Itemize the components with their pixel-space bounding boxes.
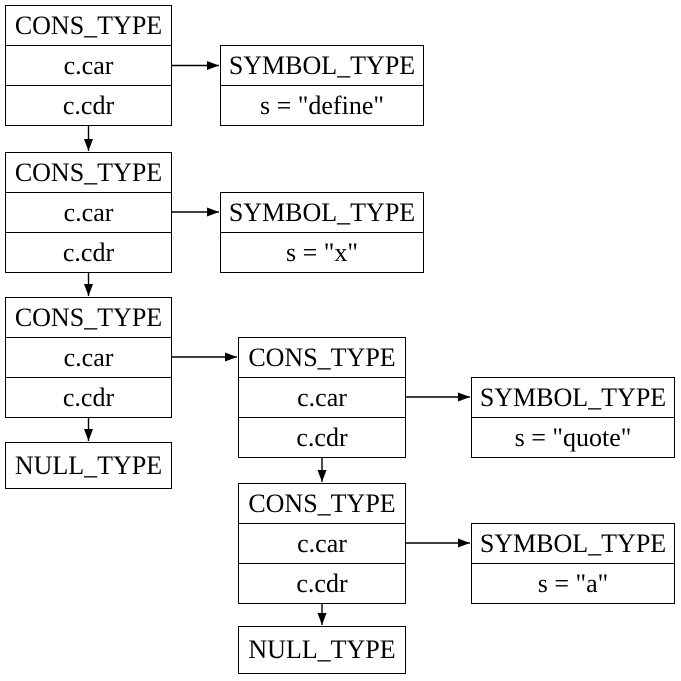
cons-node-1: CONS_TYPE c.car c.cdr bbox=[5, 5, 172, 126]
cons-node-4: CONS_TYPE c.car c.cdr bbox=[238, 337, 406, 458]
node-title: CONS_TYPE bbox=[248, 342, 396, 372]
symbol-value: s = "quote" bbox=[472, 417, 674, 457]
cdr-field: c.cdr bbox=[6, 85, 171, 125]
cons-node-5: CONS_TYPE c.car c.cdr bbox=[238, 483, 406, 604]
car-field: c.car bbox=[6, 337, 171, 377]
cdr-field: c.cdr bbox=[239, 417, 405, 457]
node-title: SYMBOL_TYPE bbox=[479, 528, 667, 558]
car-field: c.car bbox=[6, 192, 171, 232]
symbol-node-define: SYMBOL_TYPE s = "define" bbox=[220, 45, 424, 126]
car-field: c.car bbox=[239, 523, 405, 563]
node-title: SYMBOL_TYPE bbox=[228, 197, 416, 227]
node-title: SYMBOL_TYPE bbox=[479, 382, 667, 412]
node-title: SYMBOL_TYPE bbox=[228, 50, 416, 80]
node-title: CONS_TYPE bbox=[248, 488, 396, 518]
node-title: NULL_TYPE bbox=[248, 635, 396, 664]
node-title: NULL_TYPE bbox=[14, 450, 163, 480]
null-node-1: NULL_TYPE bbox=[5, 442, 172, 489]
symbol-node-quote: SYMBOL_TYPE s = "quote" bbox=[471, 377, 675, 458]
cdr-field: c.cdr bbox=[6, 377, 171, 417]
symbol-value: s = "a" bbox=[472, 563, 674, 603]
symbol-value: s = "define" bbox=[221, 85, 423, 125]
cons-node-2: CONS_TYPE c.car c.cdr bbox=[5, 152, 172, 273]
node-title: CONS_TYPE bbox=[14, 10, 163, 40]
car-field: c.car bbox=[239, 377, 405, 417]
symbol-value: s = "x" bbox=[221, 232, 423, 272]
symbol-node-x: SYMBOL_TYPE s = "x" bbox=[220, 192, 424, 273]
null-node-2: NULL_TYPE bbox=[238, 626, 406, 674]
cons-node-3: CONS_TYPE c.car c.cdr bbox=[5, 297, 172, 418]
cdr-field: c.cdr bbox=[239, 563, 405, 603]
node-title: CONS_TYPE bbox=[14, 157, 163, 187]
node-title: CONS_TYPE bbox=[14, 302, 163, 332]
car-field: c.car bbox=[6, 45, 171, 85]
symbol-node-a: SYMBOL_TYPE s = "a" bbox=[471, 523, 675, 604]
cdr-field: c.cdr bbox=[6, 232, 171, 272]
